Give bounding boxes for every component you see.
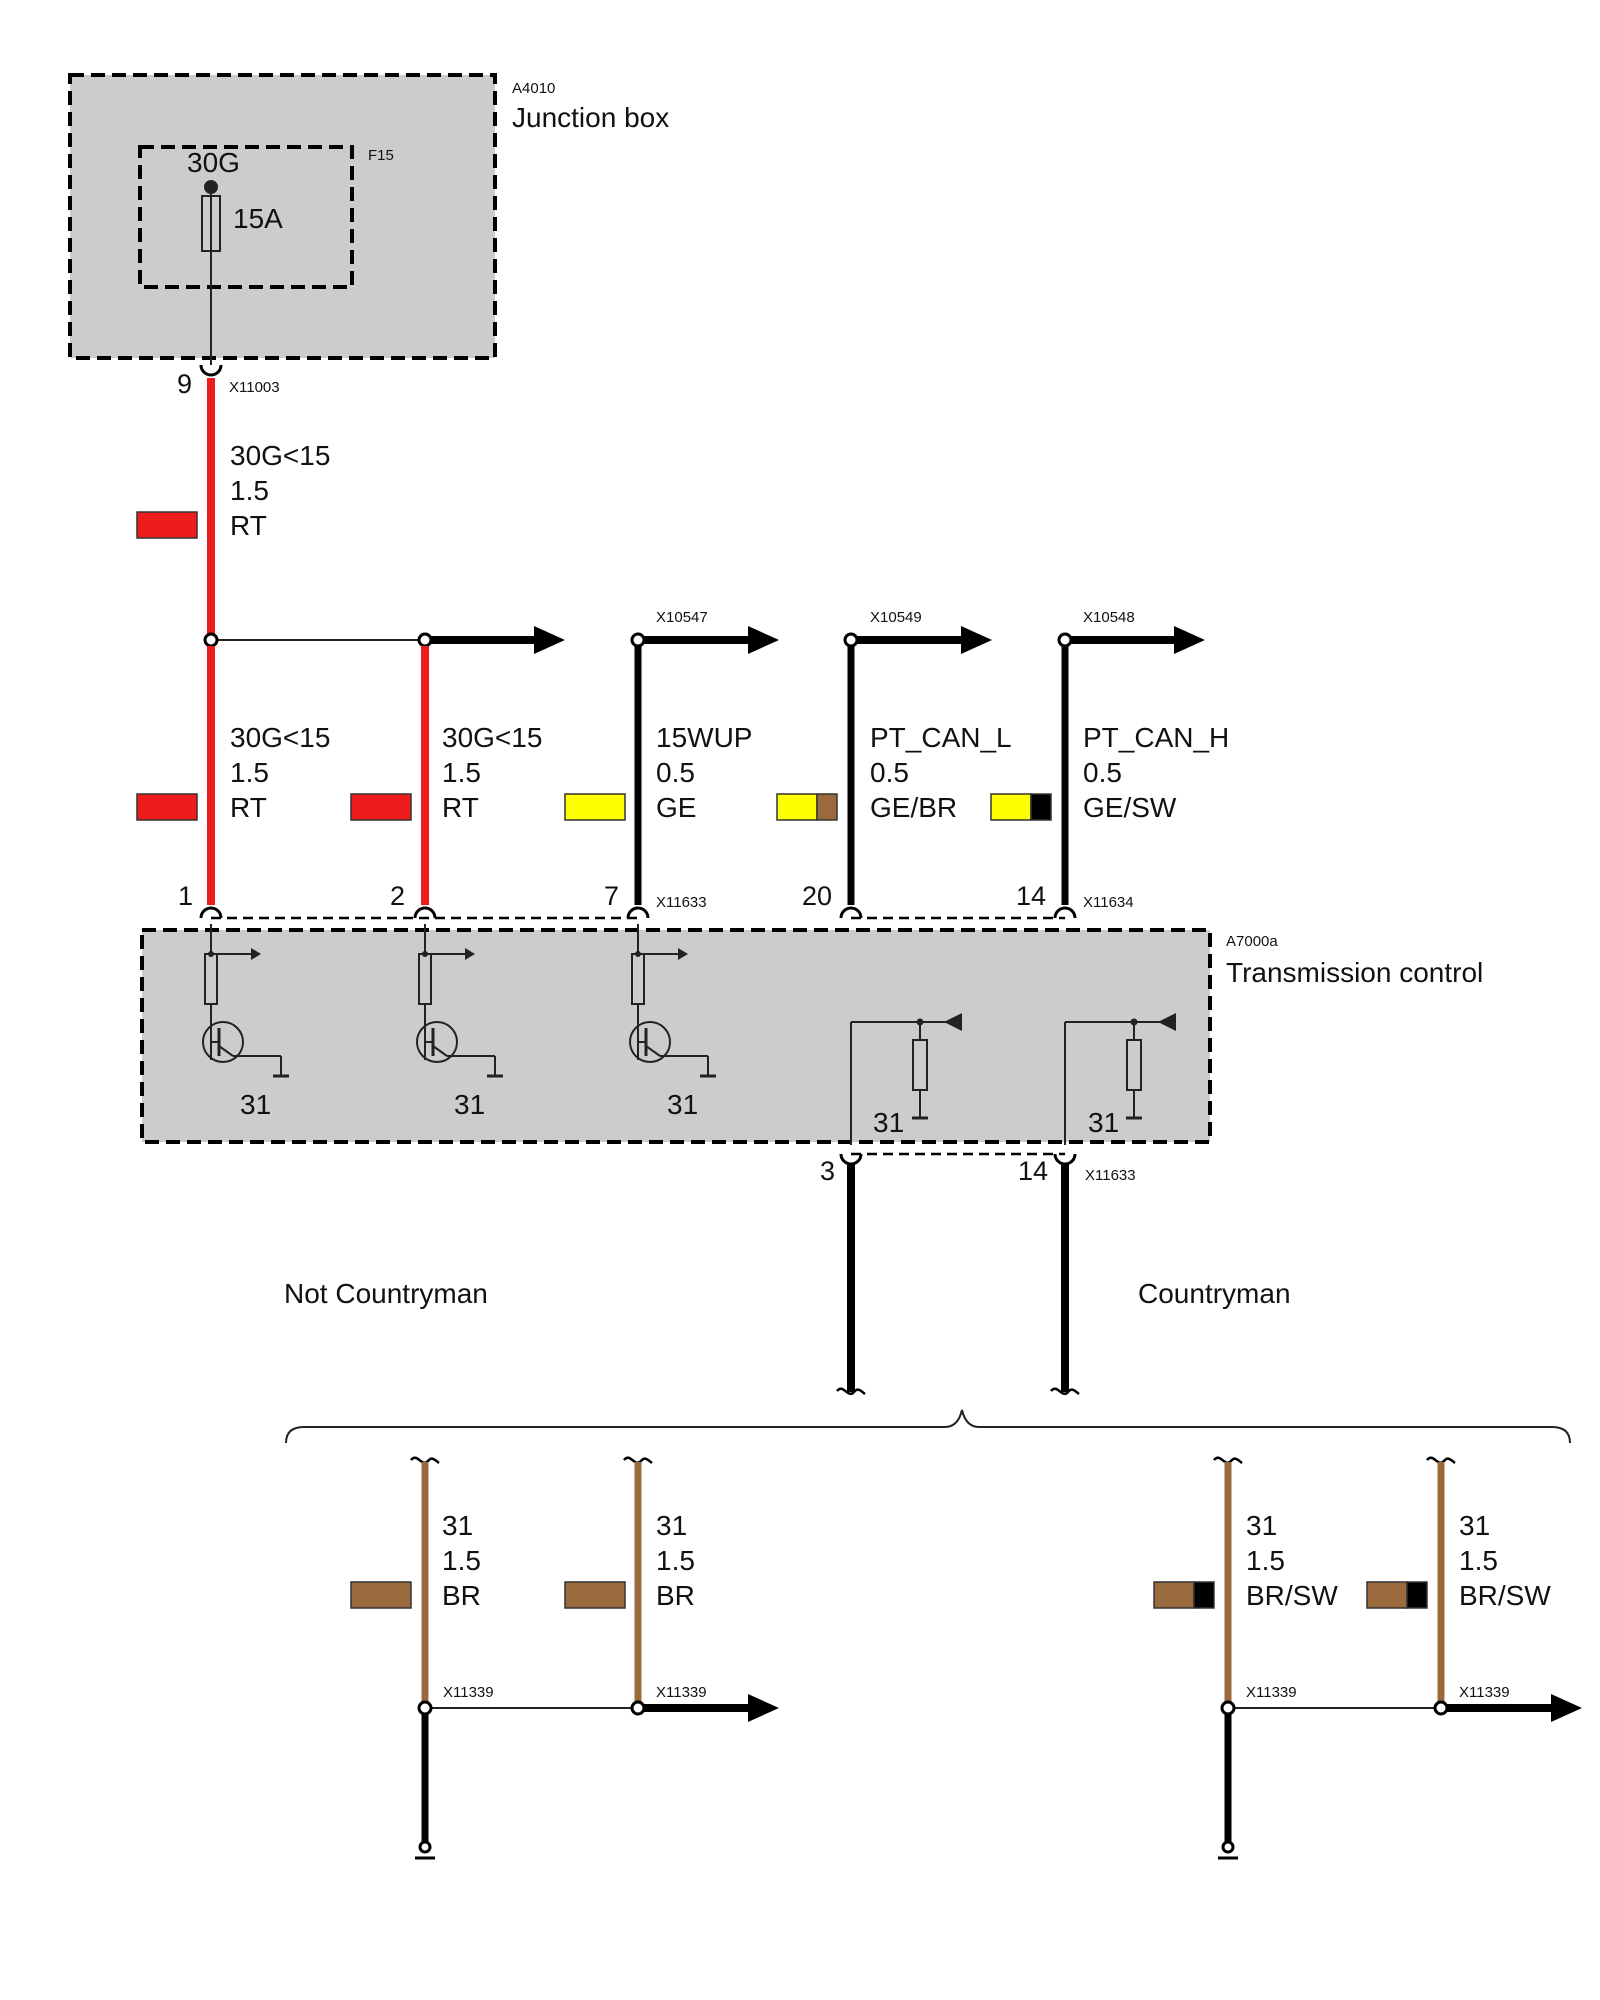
variant-brace (285, 1409, 1571, 1444)
branch-pin-1: 1 (178, 881, 193, 911)
branch-color-2: RT (442, 792, 479, 823)
ground-wire-signal-4: 31 (1459, 1510, 1490, 1541)
transmission-control-module (140, 928, 1212, 1144)
ground-wire-signal-1: 31 (442, 1510, 473, 1541)
branch-pin-3: 7 (604, 881, 619, 911)
color-swatch-5a (990, 793, 1032, 821)
branch-connector-5: X10548 (1083, 609, 1135, 626)
variant-left: Not Countryman (284, 1278, 488, 1309)
junction-box-id: A4010 (512, 80, 555, 97)
ground-swatch-3a (1153, 1581, 1195, 1609)
ground-label-5: 31 (1088, 1107, 1119, 1138)
splice-node (203, 632, 219, 648)
fuse-id: F15 (368, 147, 394, 164)
ground-wire-connector-2: X11339 (656, 1684, 707, 1701)
ground-wire-gauge-4: 1.5 (1459, 1545, 1498, 1576)
junction-box-connector: X11003 (229, 379, 280, 396)
ground-wire-gauge-3: 1.5 (1246, 1545, 1285, 1576)
fuse-f15-frame (138, 145, 354, 289)
ground-swatch-1 (350, 1581, 412, 1609)
feed-wire-gauge: 1.5 (230, 475, 269, 506)
ground-swatch-3b (1193, 1581, 1215, 1609)
branch-pin-5: 14 (1016, 881, 1046, 911)
variant-right: Countryman (1138, 1278, 1291, 1309)
ground-wire-gauge-1: 1.5 (442, 1545, 481, 1576)
feed-wire-signal: 30G<15 (230, 440, 330, 471)
ground-swatch-4a (1366, 1581, 1408, 1609)
ground-label-1: 31 (240, 1089, 271, 1120)
branch-signal-4: PT_CAN_L (870, 722, 1012, 753)
branch-signal-1: 30G<15 (230, 722, 330, 753)
ground-wire-color-3: BR/SW (1246, 1580, 1338, 1611)
bottom-connector: X11633 (1085, 1167, 1136, 1184)
branch-color-5: GE/SW (1083, 792, 1177, 823)
junction-box-pin: 9 (177, 369, 192, 399)
junction-box-name: Junction box (512, 102, 669, 133)
branch-connector-3: X10547 (656, 609, 708, 626)
top-connector-can: X11634 (1083, 894, 1134, 911)
ground-swatch-2 (564, 1581, 626, 1609)
ground-swatch-4b (1406, 1581, 1428, 1609)
color-swatch-3 (564, 793, 626, 821)
branch-gauge-3: 0.5 (656, 757, 695, 788)
color-swatch-5b (1030, 793, 1052, 821)
color-swatch-4a (776, 793, 818, 821)
arrow-icon (534, 626, 565, 654)
branch-signal-3: 15WUP (656, 722, 752, 753)
top-connector: X11633 (656, 894, 707, 911)
ground-label-2: 31 (454, 1089, 485, 1120)
branch-gauge-5: 0.5 (1083, 757, 1122, 788)
bottom-pin-14: 14 (1018, 1156, 1048, 1186)
branch-gauge-2: 1.5 (442, 757, 481, 788)
ground-label-4: 31 (873, 1107, 904, 1138)
branch-color-4: GE/BR (870, 792, 957, 823)
color-swatch (136, 511, 198, 539)
color-swatch-1 (136, 793, 198, 821)
ground-wire-signal-2: 31 (656, 1510, 687, 1541)
transmission-control-id: A7000a (1226, 933, 1278, 950)
ground-wire-color-2: BR (656, 1580, 695, 1611)
branch-pin-2: 2 (390, 881, 405, 911)
ground-wire-signal-3: 31 (1246, 1510, 1277, 1541)
ground-wire-color-1: BR (442, 1580, 481, 1611)
fuse-rating: 15A (233, 203, 283, 234)
transmission-control-name: Transmission control (1226, 957, 1483, 988)
ground-wire-connector-3: X11339 (1246, 1684, 1297, 1701)
branch-signal-5: PT_CAN_H (1083, 722, 1229, 753)
branch-connector-4: X10549 (870, 609, 922, 626)
branch-gauge-4: 0.5 (870, 757, 909, 788)
ground-wire-connector-4: X11339 (1459, 1684, 1510, 1701)
feed-wire-color: RT (230, 510, 267, 541)
branch-gauge-1: 1.5 (230, 757, 269, 788)
bottom-pin-3: 3 (820, 1156, 835, 1186)
branch-signal-2: 30G<15 (442, 722, 542, 753)
resistor-icon (850, 1013, 1176, 1145)
ground-wire-connector-1: X11339 (443, 1684, 494, 1701)
fuse-terminal: 30G (187, 147, 240, 178)
branch-color-1: RT (230, 792, 267, 823)
color-swatch-4b (816, 793, 838, 821)
branch-color-3: GE (656, 792, 696, 823)
ground-wire-gauge-2: 1.5 (656, 1545, 695, 1576)
ground-wire-color-4: BR/SW (1459, 1580, 1551, 1611)
branch-pin-4: 20 (802, 881, 832, 911)
ground-label-3: 31 (667, 1089, 698, 1120)
color-swatch-2 (350, 793, 412, 821)
